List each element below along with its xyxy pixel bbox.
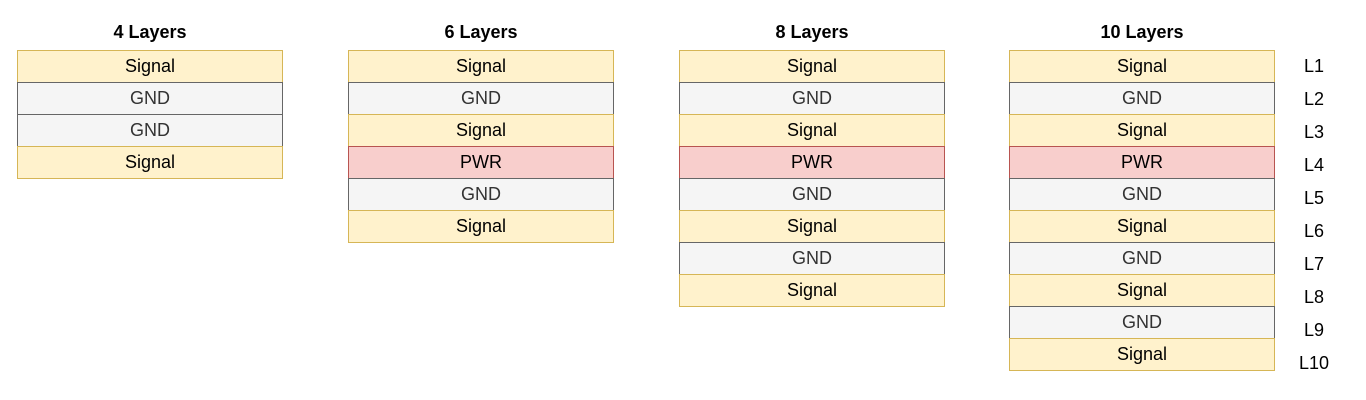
layer-pwr: PWR [348, 146, 614, 179]
layer-number-label: L1 [1303, 56, 1325, 76]
layer-number-label: L5 [1303, 188, 1325, 208]
layer-signal: Signal [17, 50, 283, 83]
layer-gnd: GND [1009, 178, 1275, 211]
layer-pwr: PWR [679, 146, 945, 179]
layer-number-labels: L1 L2 L3 L4 L5 L6 L7 L8 L9 L10 [1286, 50, 1342, 380]
layer-signal: Signal [679, 50, 945, 83]
layer-signal: Signal [17, 146, 283, 179]
layer-signal: Signal [1009, 274, 1275, 307]
layer-number-label: L10 [1298, 353, 1330, 373]
stack-title: 4 Layers [113, 22, 187, 42]
stack-6-layers: 6 Layers Signal GND Signal PWR GND Signa… [348, 20, 614, 243]
layer-signal: Signal [348, 210, 614, 243]
layer-number-label: L6 [1303, 221, 1325, 241]
layer-list: Signal GND GND Signal [17, 50, 283, 179]
layer-gnd: GND [1009, 82, 1275, 115]
layer-signal: Signal [679, 114, 945, 147]
layer-signal: Signal [1009, 210, 1275, 243]
layer-gnd: GND [17, 82, 283, 115]
layer-signal: Signal [679, 274, 945, 307]
layer-signal: Signal [679, 210, 945, 243]
layer-number-label: L7 [1303, 254, 1325, 274]
layer-gnd: GND [679, 242, 945, 275]
stack-8-layers: 8 Layers Signal GND Signal PWR GND Signa… [679, 20, 945, 307]
layer-pwr: PWR [1009, 146, 1275, 179]
layer-gnd: GND [17, 114, 283, 147]
stack-title: 6 Layers [444, 22, 518, 42]
layer-signal: Signal [1009, 338, 1275, 371]
layer-gnd: GND [348, 178, 614, 211]
layer-signal: Signal [1009, 50, 1275, 83]
stack-10-layers: 10 Layers Signal GND Signal PWR GND Sign… [1009, 20, 1275, 371]
layer-signal: Signal [348, 114, 614, 147]
layer-number-label: L4 [1303, 155, 1325, 175]
layer-number-label: L3 [1303, 122, 1325, 142]
layer-number-label: L2 [1303, 89, 1325, 109]
stack-title: 8 Layers [775, 22, 849, 42]
layer-number-label: L8 [1303, 287, 1325, 307]
layer-gnd: GND [1009, 242, 1275, 275]
layer-gnd: GND [1009, 306, 1275, 339]
stack-4-layers: 4 Layers Signal GND GND Signal [17, 20, 283, 179]
stack-title: 10 Layers [1100, 22, 1184, 42]
layer-list: Signal GND Signal PWR GND Signal GND Sig… [679, 50, 945, 307]
layer-signal: Signal [348, 50, 614, 83]
layer-signal: Signal [1009, 114, 1275, 147]
layer-list: Signal GND Signal PWR GND Signal [348, 50, 614, 243]
layer-gnd: GND [679, 178, 945, 211]
layer-list: Signal GND Signal PWR GND Signal GND Sig… [1009, 50, 1275, 371]
layer-number-label: L9 [1303, 320, 1325, 340]
layer-gnd: GND [679, 82, 945, 115]
layer-gnd: GND [348, 82, 614, 115]
